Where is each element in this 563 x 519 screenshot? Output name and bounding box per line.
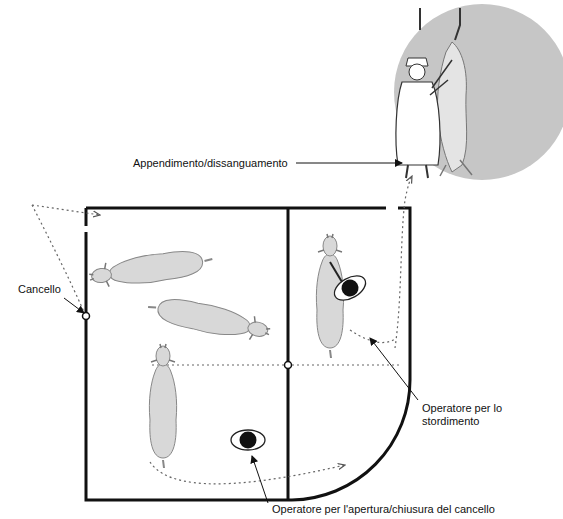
cattle	[145, 293, 272, 345]
callout-label: Operatore per l'apertura/chiusura del ca…	[272, 503, 495, 516]
cattle	[88, 246, 215, 290]
callout-label: Operatore per lo stordimento	[422, 402, 542, 428]
cattle	[149, 344, 176, 468]
stunning-operator	[330, 271, 369, 305]
bleeding-area	[394, 4, 563, 180]
hanging-worker	[396, 58, 452, 178]
hanging-animal	[437, 42, 466, 172]
pen-walls	[86, 208, 410, 500]
gate-operator	[231, 430, 265, 450]
callout-label: Appendimento/dissanguamento	[133, 157, 288, 170]
leader-lines	[64, 163, 418, 503]
callout-label: Cancello	[18, 283, 61, 296]
